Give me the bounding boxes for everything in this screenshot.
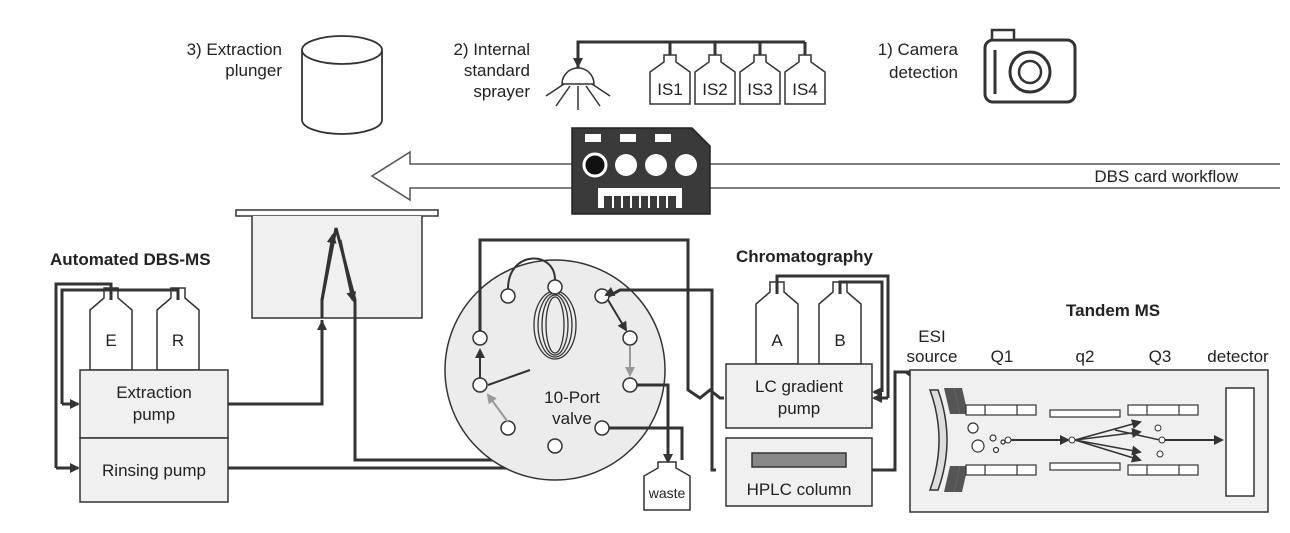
sprayer-label-1: 2) Internal — [453, 40, 530, 59]
is-vial: IS1 — [649, 54, 691, 105]
bottle-a-label: A — [771, 331, 783, 350]
lc-gradient-pump: LC gradient pump — [725, 363, 873, 429]
bottle-e: E — [89, 287, 133, 371]
q2-collision-cell — [1049, 409, 1121, 471]
is2-label: IS2 — [702, 80, 728, 99]
bottle-r-label: R — [172, 331, 184, 350]
hplc-column: HPLC column — [725, 437, 873, 507]
q2-label: q2 — [1076, 347, 1095, 366]
camera-label-1: 1) Camera — [878, 40, 959, 59]
extraction-plunger-icon — [301, 35, 383, 135]
bottle-b-label: B — [834, 331, 845, 350]
bottle-r: R — [156, 287, 200, 371]
is3-label: IS3 — [747, 80, 773, 99]
bottle-e-label: E — [105, 331, 116, 350]
q1-quadrupole — [965, 404, 1037, 476]
camera-icon — [983, 28, 1077, 104]
sprayer-label-2: standard — [464, 61, 530, 80]
dbs-ms-title: Automated DBS-MS — [50, 250, 211, 269]
chromatography-title: Chromatography — [736, 247, 874, 266]
q3-quadrupole — [1127, 404, 1199, 476]
sprayer-label-3: sprayer — [473, 82, 530, 101]
q1-label: Q1 — [991, 347, 1014, 366]
plunger-label-2: plunger — [225, 61, 282, 80]
card-workflow-label: DBS card workflow — [1094, 167, 1238, 186]
rinsing-pump-label: Rinsing pump — [102, 461, 206, 480]
valve-label-1: 10-Port — [544, 388, 600, 407]
extraction-chamber — [235, 209, 439, 319]
is-vial: IS3 — [739, 54, 781, 105]
gradient-pump-label-1: LC gradient — [755, 377, 843, 396]
waste-label: waste — [648, 485, 686, 501]
bottle-a: A — [755, 281, 799, 365]
dbs-card-icon — [571, 127, 711, 215]
is-vial: IS2 — [694, 54, 736, 105]
is-vial: IS4 — [784, 54, 826, 105]
sprayer-icon — [545, 67, 611, 110]
bottle-b: B — [818, 281, 862, 365]
esi-source-icon — [928, 388, 968, 492]
esi-label-2: source — [906, 347, 957, 366]
extraction-pump: Extraction pump — [79, 369, 229, 439]
detector-label: detector — [1207, 347, 1269, 366]
hplc-column-label: HPLC column — [747, 480, 852, 499]
ten-port-valve: 10-Port valve — [444, 257, 666, 481]
rinsing-pump: Rinsing pump — [79, 437, 229, 503]
q3-label: Q3 — [1149, 347, 1172, 366]
ion-particles — [967, 422, 1006, 454]
plunger-label-1: 3) Extraction — [187, 40, 282, 59]
is4-label: IS4 — [792, 80, 818, 99]
esi-label-1: ESI — [918, 327, 945, 346]
valve-label-2: valve — [552, 409, 592, 428]
gradient-pump-label-2: pump — [778, 399, 821, 418]
camera-label-2: detection — [889, 63, 958, 82]
extraction-pump-label-1: Extraction — [116, 383, 192, 402]
is-manifold — [573, 40, 807, 68]
ion-paths — [1004, 419, 1224, 463]
is1-label: IS1 — [657, 80, 683, 99]
extraction-pump-label-2: pump — [133, 405, 176, 424]
waste-bottle: waste — [643, 461, 691, 511]
detector-icon — [1225, 387, 1255, 497]
tandem-ms-title: Tandem MS — [1066, 301, 1160, 320]
